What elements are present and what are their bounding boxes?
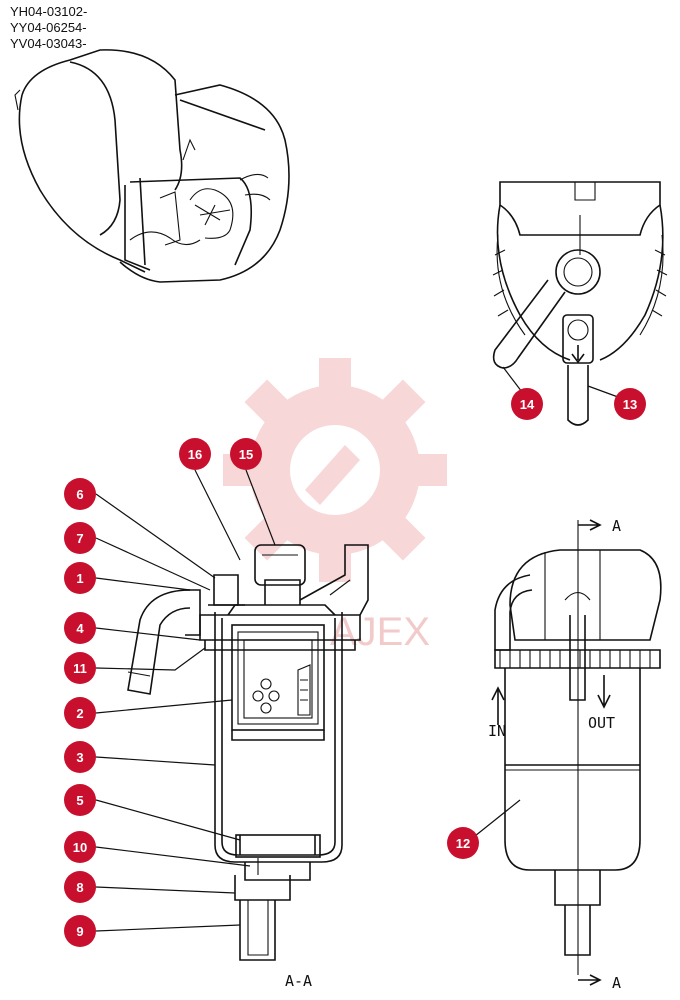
svg-text:2: 2 bbox=[76, 706, 83, 721]
callout-10: 10 bbox=[64, 831, 96, 863]
valve-detail bbox=[492, 181, 668, 426]
section-title: A-A bbox=[285, 972, 312, 990]
svg-text:16: 16 bbox=[188, 447, 202, 462]
callout-15: 15 bbox=[230, 438, 262, 470]
svg-text:15: 15 bbox=[239, 447, 253, 462]
svg-text:13: 13 bbox=[623, 397, 637, 412]
serial-number-1: YH04-03102- bbox=[10, 4, 88, 19]
svg-text:9: 9 bbox=[76, 924, 83, 939]
section-marker-top: A bbox=[612, 517, 621, 535]
callout-2: 2 bbox=[64, 697, 96, 729]
svg-text:3: 3 bbox=[76, 750, 83, 765]
callout-7: 7 bbox=[64, 522, 96, 554]
callout-6: 6 bbox=[64, 478, 96, 510]
svg-text:6: 6 bbox=[76, 487, 83, 502]
watermark-gear-icon: AJEX bbox=[223, 358, 447, 654]
svg-text:11: 11 bbox=[73, 661, 87, 676]
callout-3: 3 bbox=[64, 741, 96, 773]
callout-12: 12 bbox=[447, 827, 479, 859]
svg-text:12: 12 bbox=[456, 836, 470, 851]
svg-text:10: 10 bbox=[73, 840, 87, 855]
svg-text:8: 8 bbox=[76, 880, 83, 895]
flow-out-label: OUT bbox=[588, 714, 615, 732]
section-a-a-cutaway: A-A bbox=[127, 544, 369, 990]
svg-text:1: 1 bbox=[76, 571, 83, 586]
leader-lines bbox=[95, 366, 619, 932]
svg-text:14: 14 bbox=[520, 397, 535, 412]
callout-5: 5 bbox=[64, 784, 96, 816]
svg-text:4: 4 bbox=[76, 621, 84, 636]
svg-text:7: 7 bbox=[76, 531, 83, 546]
callout-13: 13 bbox=[614, 388, 646, 420]
serial-number-2: YY04-06254- bbox=[10, 20, 87, 35]
flow-in-label: IN bbox=[488, 722, 506, 740]
svg-text:5: 5 bbox=[76, 793, 83, 808]
watermark-text: AJEX bbox=[330, 610, 430, 654]
callouts: 6 7 1 4 11 2 3 5 10 8 9 16 15 14 13 12 bbox=[64, 388, 646, 947]
callout-8: 8 bbox=[64, 871, 96, 903]
filter-external-view: A A IN OUT bbox=[488, 517, 662, 992]
callout-11: 11 bbox=[64, 652, 96, 684]
machine-overview bbox=[14, 49, 290, 283]
callout-16: 16 bbox=[179, 438, 211, 470]
callout-4: 4 bbox=[64, 612, 96, 644]
section-marker-bottom: A bbox=[612, 974, 621, 992]
callout-9: 9 bbox=[64, 915, 96, 947]
serial-number-3: YV04-03043- bbox=[10, 36, 87, 51]
callout-1: 1 bbox=[64, 562, 96, 594]
callout-14: 14 bbox=[511, 388, 543, 420]
